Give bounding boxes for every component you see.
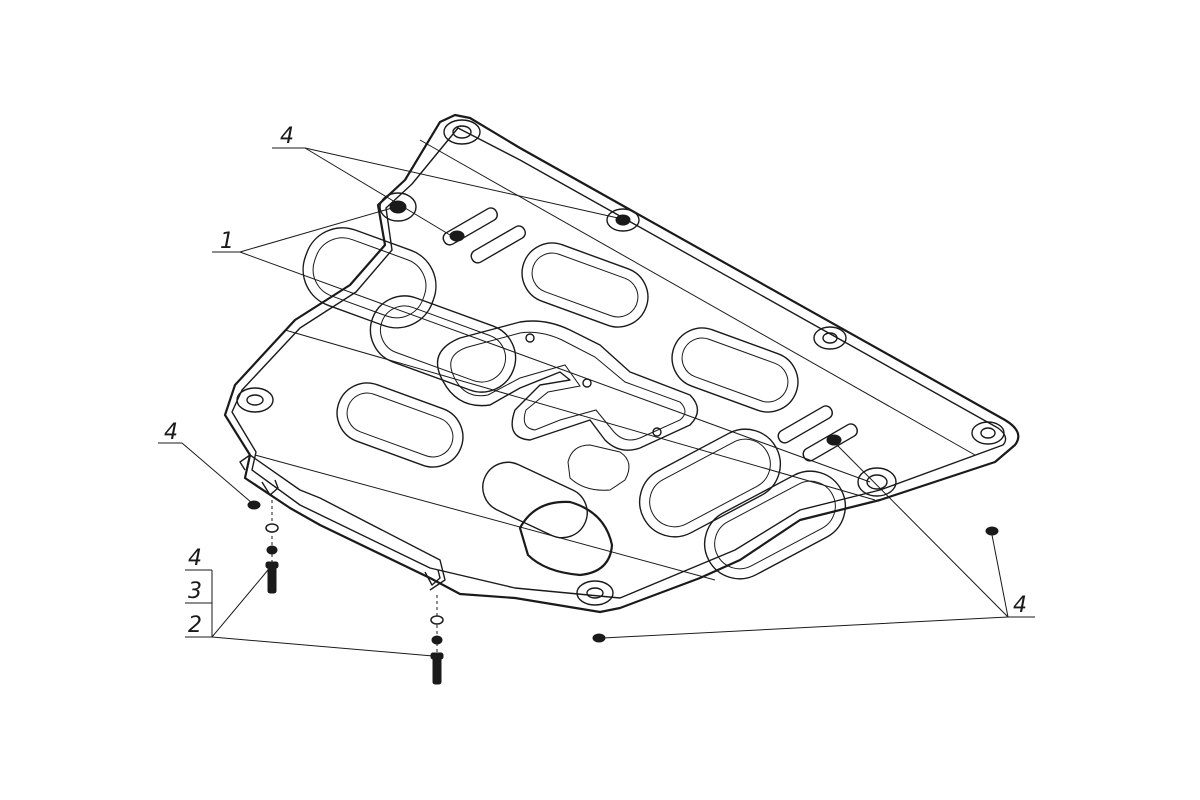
callout-top-4: 4 bbox=[280, 124, 294, 149]
bolt-boss bbox=[379, 192, 417, 222]
recess bbox=[482, 461, 588, 539]
recess bbox=[369, 295, 517, 393]
hole bbox=[525, 333, 535, 343]
hole bbox=[652, 427, 662, 437]
fold-line bbox=[419, 139, 976, 456]
callout-stack-4: 4 bbox=[188, 546, 202, 571]
fastener-stack-left bbox=[247, 500, 279, 594]
callout-stack-2: 2 bbox=[188, 613, 202, 638]
oil-access-cover bbox=[518, 500, 614, 577]
callout-1: 1 bbox=[220, 229, 234, 254]
plate-outline bbox=[223, 113, 1020, 614]
bolt-boss bbox=[576, 580, 614, 606]
bolt-boss bbox=[857, 467, 897, 497]
bolt-boss bbox=[236, 387, 274, 413]
front-lip bbox=[239, 454, 446, 591]
fold-line bbox=[284, 329, 876, 501]
bolt-boss bbox=[606, 208, 640, 232]
fold-line bbox=[254, 454, 716, 581]
slot bbox=[802, 423, 858, 462]
bracket-tab bbox=[424, 569, 441, 586]
slot bbox=[470, 225, 526, 264]
bolt-boss bbox=[971, 421, 1005, 445]
center-channel-inner bbox=[450, 331, 686, 441]
recess bbox=[336, 382, 464, 468]
plate-inner-rim bbox=[231, 127, 1007, 599]
center-channel-slot bbox=[567, 444, 630, 491]
slot bbox=[442, 207, 498, 246]
bolt-boss bbox=[813, 326, 847, 350]
fastener-stack-center bbox=[430, 595, 444, 685]
callout-stack-3: 3 bbox=[188, 579, 202, 604]
leader-lines bbox=[158, 147, 1035, 657]
clip-nut bbox=[826, 434, 842, 446]
slot bbox=[777, 405, 833, 444]
clip-nut bbox=[449, 230, 465, 242]
callout-right-4: 4 bbox=[1013, 593, 1027, 618]
loose-nut bbox=[985, 526, 999, 536]
recess bbox=[703, 470, 847, 580]
skid-plate bbox=[223, 113, 1020, 614]
recess bbox=[521, 242, 649, 328]
recess bbox=[671, 327, 799, 413]
recess bbox=[302, 227, 437, 329]
bolt-boss bbox=[443, 119, 481, 145]
center-channel bbox=[436, 320, 699, 451]
bracket-tab bbox=[261, 479, 279, 496]
callout-left-4: 4 bbox=[164, 420, 178, 445]
